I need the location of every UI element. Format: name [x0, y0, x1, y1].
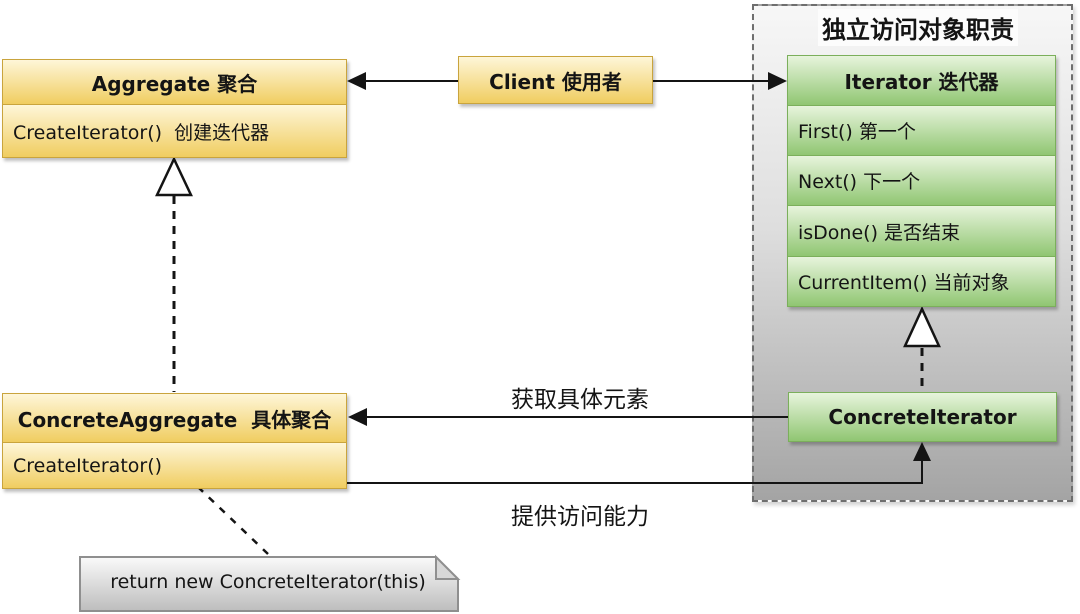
aggregate-method: CreateIterator() 创建迭代器 [3, 104, 346, 157]
get-element-label: 获取具体元素 [511, 387, 649, 413]
concrete-aggregate-class-box: ConcreteAggregate 具体聚合 CreateIterator() [2, 393, 347, 489]
get-element-arrowhead-icon [348, 408, 367, 426]
responsibility-title: 独立访问对象职责 [818, 9, 1018, 46]
iterator-method-currentitem: CurrentItem() 当前对象 [788, 256, 1055, 306]
iterator-class-title: Iterator 迭代器 [788, 56, 1055, 105]
note-connector-edge [197, 486, 269, 555]
note-text: return new ConcreteIterator(this) [110, 571, 426, 593]
iterator-method-first: First() 第一个 [788, 105, 1055, 155]
aggregate-class-title: Aggregate 聚合 [3, 60, 346, 104]
iterator-method-next: Next() 下一个 [788, 155, 1055, 205]
client-aggregate-arrowhead-icon [347, 72, 366, 90]
concrete-iterator-class-box: ConcreteIterator [788, 392, 1057, 442]
inheritance-triangle-aggregate-icon [155, 156, 193, 197]
concrete-aggregate-method: CreateIterator() [3, 442, 346, 488]
concrete-iterator-class-title: ConcreteIterator [789, 393, 1056, 441]
concrete-aggregate-class-title: ConcreteAggregate 具体聚合 [3, 394, 346, 442]
aggregate-class-box: Aggregate 聚合 CreateIterator() 创建迭代器 [2, 59, 347, 158]
iterator-class-box: Iterator 迭代器 First() 第一个 Next() 下一个 isDo… [787, 55, 1056, 307]
iterator-method-isdone: isDone() 是否结束 [788, 205, 1055, 256]
client-class-title: Client 使用者 [459, 57, 652, 103]
provide-access-label: 提供访问能力 [511, 504, 649, 530]
client-class-box: Client 使用者 [458, 56, 653, 104]
